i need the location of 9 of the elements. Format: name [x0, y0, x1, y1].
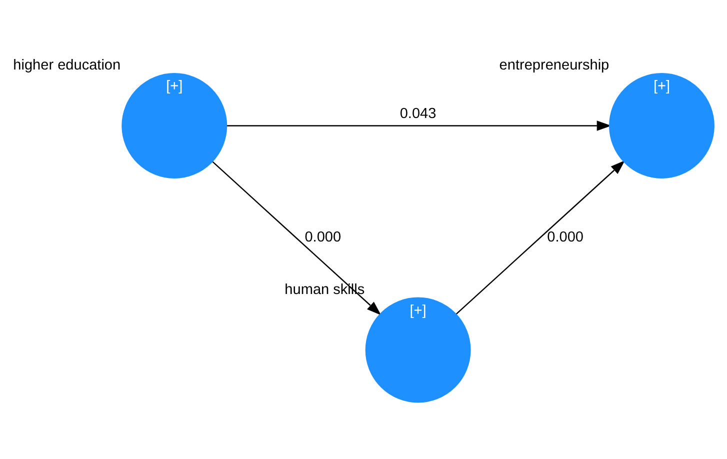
node-circle: [+]: [122, 72, 228, 178]
arrow: [226, 120, 612, 130]
edge-label: 0.000: [547, 229, 584, 246]
edge-label: 0.000: [304, 229, 342, 246]
edge-label: 0.043: [400, 105, 436, 122]
node-label: higher education: [13, 56, 121, 73]
arrow: [456, 160, 625, 314]
arrow: [212, 160, 382, 315]
node-label: entrepreneurship: [499, 56, 610, 73]
